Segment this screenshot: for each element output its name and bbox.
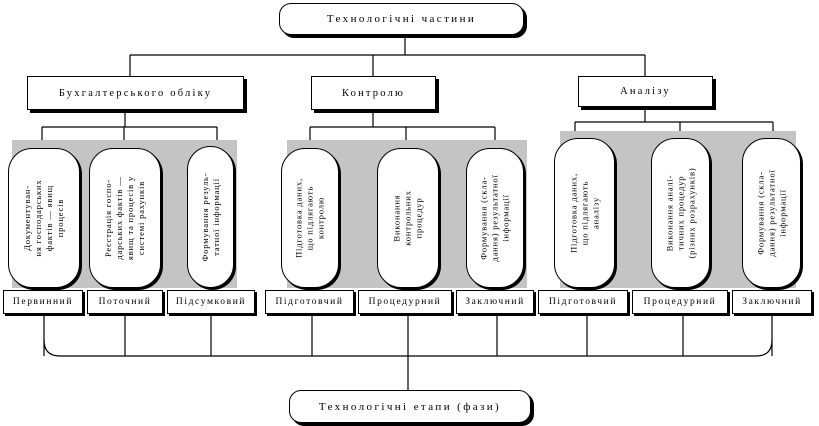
stage-label: Заключний xyxy=(742,297,802,307)
stage-preparatory-control: Підготовчий xyxy=(265,290,354,314)
group-analysis-label: Аналізу xyxy=(620,86,671,97)
group-analysis: Аналізу xyxy=(578,76,713,107)
phase-text: Виконання аналі-тичних процедур(різних р… xyxy=(664,167,696,259)
phase-analysis-procedures: Виконання аналі-тичних процедур(різних р… xyxy=(651,138,710,288)
technological-stages-title: Технологічні етапи (фази) xyxy=(289,390,531,423)
stage-current: Поточний xyxy=(87,290,163,314)
stage-concluding-analysis: Заключний xyxy=(732,290,812,314)
technological-parts-label: Технологічні частини xyxy=(326,13,477,25)
stage-label: Підсумковий xyxy=(175,297,247,307)
technological-stages-label: Технологічні етапи (фази) xyxy=(318,400,502,413)
stage-label: Поточний xyxy=(98,297,152,307)
phase-text: Реєстрація госпо-дарських фактів —явищ т… xyxy=(103,175,146,261)
group-accounting: Бухгалтерського обліку xyxy=(27,76,244,110)
group-accounting-label: Бухгалтерського обліку xyxy=(58,87,213,99)
group-control-label: Контролю xyxy=(341,87,406,99)
stage-procedural-control: Процедурний xyxy=(358,290,452,314)
stage-preparatory-analysis: Підготовчий xyxy=(538,290,628,314)
stage-label: Підготовчий xyxy=(548,297,618,307)
stage-final-accounting: Підсумковий xyxy=(167,290,255,314)
phase-text: Формування резуль-татної інформації xyxy=(199,172,221,262)
stage-label: Процедурний xyxy=(643,297,717,307)
phase-accounting-result: Формування резуль-татної інформації xyxy=(187,146,234,288)
stage-procedural-analysis: Процедурний xyxy=(632,290,728,314)
stage-label: Процедурний xyxy=(368,297,442,307)
stage-label: Заключний xyxy=(465,297,525,307)
phase-accounting-registration: Реєстрація госпо-дарських фактів —явищ т… xyxy=(89,148,161,288)
stage-concluding-control: Заключний xyxy=(456,290,534,314)
stage-label: Первинний xyxy=(12,297,74,307)
technological-parts-title: Технологічні частини xyxy=(279,3,524,35)
group-control: Контролю xyxy=(311,76,436,110)
stage-primary: Первинний xyxy=(3,290,83,314)
stage-label: Підготовчий xyxy=(275,297,344,307)
